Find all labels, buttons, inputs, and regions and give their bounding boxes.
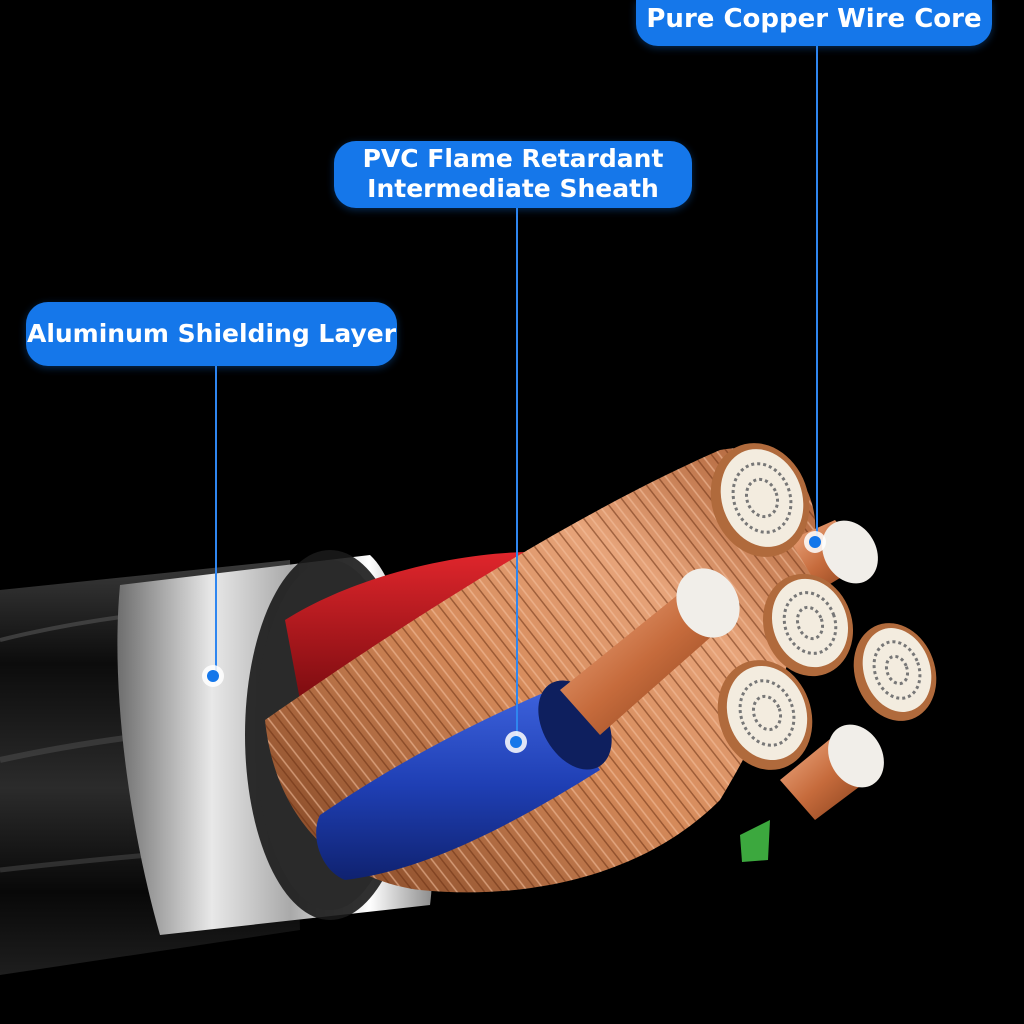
leader-aluminum	[202, 366, 224, 687]
green-core-hint	[740, 820, 770, 862]
copper-core-callout: Pure Copper Wire Core	[636, 0, 992, 46]
copper-rod-upper	[560, 568, 740, 735]
strand-end-top	[710, 443, 810, 557]
pvc-sheath-label-line2: Intermediate Sheath	[367, 174, 659, 203]
aluminum-shield-label: Aluminum Shielding Layer	[26, 319, 397, 348]
strand-end-right	[853, 623, 937, 721]
pvc-sheath-callout: PVC Flame Retardant Intermediate Sheath	[334, 141, 692, 208]
pvc-sheath-label-line1: PVC Flame Retardant	[362, 144, 664, 173]
copper-rod-lower	[780, 724, 884, 820]
strand-end-bottom	[717, 660, 813, 770]
leader-copper	[804, 46, 826, 553]
aluminum-shield-callout: Aluminum Shielding Layer	[26, 302, 397, 366]
leader-pvc	[505, 208, 527, 753]
copper-core-label: Pure Copper Wire Core	[646, 4, 982, 34]
strand-end-center	[762, 573, 854, 677]
